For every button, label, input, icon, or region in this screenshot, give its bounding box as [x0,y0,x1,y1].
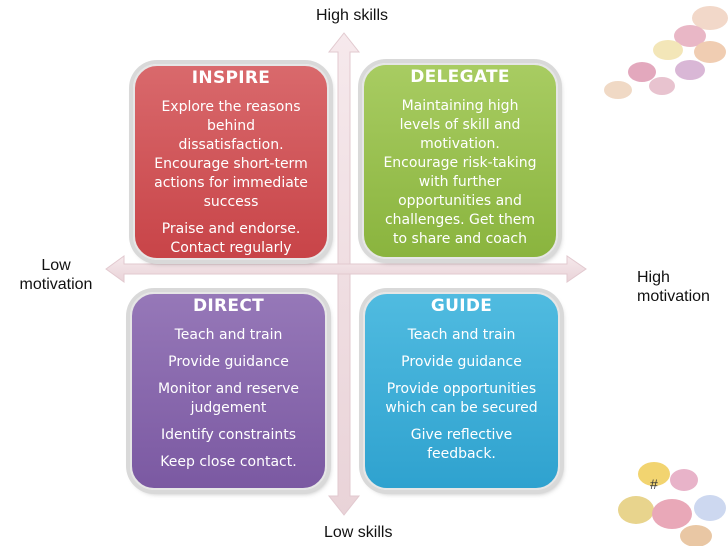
axis-label-high-motivation: High motivation [637,269,710,305]
line-gap [135,212,327,220]
axis-label-high-skills: High skills [316,7,389,24]
slide-number-placeholder: # [650,476,658,492]
quadrant-text-line: Keep close contact. [160,454,297,470]
quadrant-text-line: opportunities and [398,193,522,209]
quadrant-text-line: to share and coach [393,231,527,247]
quadrant-text-line: Explore the reasons [161,99,301,115]
quadrant-title: DELEGATE [410,67,510,87]
quadrant-text-line: Provide opportunities [386,381,537,397]
quadrant-text-line: Provide guidance [168,354,289,370]
line-gap [132,345,325,353]
quadrant-title: INSPIRE [191,68,271,88]
horizontal-axis-arrow [105,255,587,283]
quadrant-text-line: Teach and train [407,327,516,343]
quadrant-text-line: Give reflective [410,427,513,443]
quadrant-text-line: Monitor and reserve [157,381,300,397]
axis-label-low-motivation: Low motivation [19,257,93,293]
quadrant-text-line: Encourage short-term [154,156,308,172]
quadrant-text-line: actions for immediate [154,175,308,191]
quadrant-text-line: with further [418,174,502,190]
line-gap [132,372,325,380]
quadrant-text-line: Contact regularly [170,240,292,256]
quadrant-delegate: DELEGATE Maintaining high levels of skill… [362,63,558,259]
quadrant-text-line: Maintaining high [401,98,519,114]
quadrant-text-line: which can be secured [385,400,538,416]
quadrant-title: DIRECT [192,296,264,316]
candy-eggs-image-top [604,6,728,99]
quadrant-text-line: Encourage risk-taking [383,155,537,171]
quadrant-text-line: Teach and train [174,327,283,343]
quadrant-text-line: dissatisfaction. [178,137,284,153]
quadrant-text-line: Provide guidance [401,354,522,370]
quadrant-text-line: Identify constraints [160,427,297,443]
line-gap [365,345,558,353]
line-gap [132,418,325,426]
quadrant-text-line: levels of skill and [399,117,521,133]
quadrant-text-line: feedback. [427,446,496,462]
quadrant-text-line: judgement [190,400,267,416]
quadrant-text-line: Praise and endorse. [161,221,301,237]
quadrant-inspire: INSPIRE Explore the reasons behind dissati… [133,64,329,260]
axis-label-low-skills: Low skills [324,524,393,541]
quadrant-text-line: motivation. [420,136,500,152]
quadrant-text-line: challenges. Get them [384,212,536,228]
quadrant-text-line: success [203,194,259,210]
quadrant-text-line: behind [206,118,256,134]
line-gap [365,418,558,426]
line-gap [132,445,325,453]
quadrant-title: GUIDE [430,296,493,316]
line-gap [365,372,558,380]
candy-eggs-image-bottom [618,462,726,546]
